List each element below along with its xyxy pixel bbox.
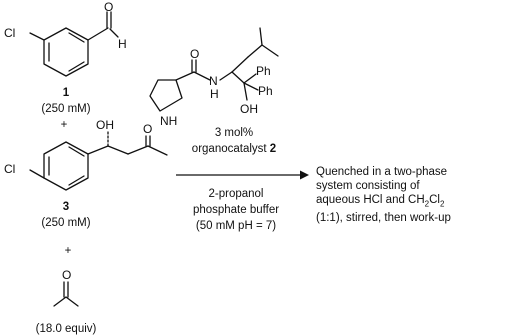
compound-1-chlorine: Cl: [4, 26, 15, 40]
catalyst-amide-nitrogen: N: [209, 74, 218, 88]
compound-3-concentration: (250 mM): [41, 217, 90, 229]
compound-3-number: 3: [63, 201, 69, 213]
compound-1-oxygen: O: [104, 0, 113, 14]
compound-3-oxygen: O: [143, 122, 152, 136]
compound-3-chlorine: Cl: [4, 162, 15, 176]
compound-1-structure: Cl O H: [4, 0, 127, 77]
quench-line-4: (1:1), stirred, then work-up: [316, 212, 451, 225]
plus-sign-2: +: [65, 245, 72, 257]
catalyst-phenyl-1: Ph: [256, 64, 271, 78]
acetone-oxygen: O: [62, 268, 71, 282]
buffer-label: phosphate buffer: [193, 204, 279, 216]
quench-line-1: Quenched in a two-phase: [316, 166, 448, 178]
catalyst-phenyl-2: Ph: [258, 84, 273, 98]
compound-1-concentration: (250 mM): [41, 103, 90, 115]
solvent-label: 2-propanol: [209, 188, 264, 200]
reaction-arrow: [176, 170, 309, 180]
catalyst-label: organocatalyst 2: [192, 143, 276, 155]
quench-line-3: aqueous HCl and CH2Cl2: [316, 194, 445, 209]
compound-3-hydroxyl: OH: [96, 118, 114, 132]
quench-description: Quenched in a two-phase system consisting…: [316, 165, 502, 225]
acetone-equivalents: (18.0 equiv): [36, 323, 97, 335]
acetone-structure: O: [53, 268, 79, 307]
catalyst-number: 2: [270, 143, 276, 155]
catalyst-hydroxyl: OH: [240, 102, 258, 116]
compound-1-hydrogen: H: [118, 37, 127, 51]
compound-3-structure: Cl OH O: [4, 118, 168, 191]
catalyst-loading: 3 mol%: [215, 127, 253, 139]
quench-line-2: system consisting of: [316, 180, 420, 192]
buffer-detail-label: (50 mM pH = 7): [196, 220, 276, 232]
catalyst-structure: O N H NH OH Ph Ph: [149, 27, 279, 128]
plus-sign-1: +: [61, 119, 68, 131]
compound-1-number: 1: [63, 87, 70, 99]
catalyst-pyrrolidine-nh: NH: [160, 114, 177, 128]
catalyst-oxygen: O: [190, 47, 199, 61]
catalyst-amide-hydrogen: H: [210, 87, 219, 101]
